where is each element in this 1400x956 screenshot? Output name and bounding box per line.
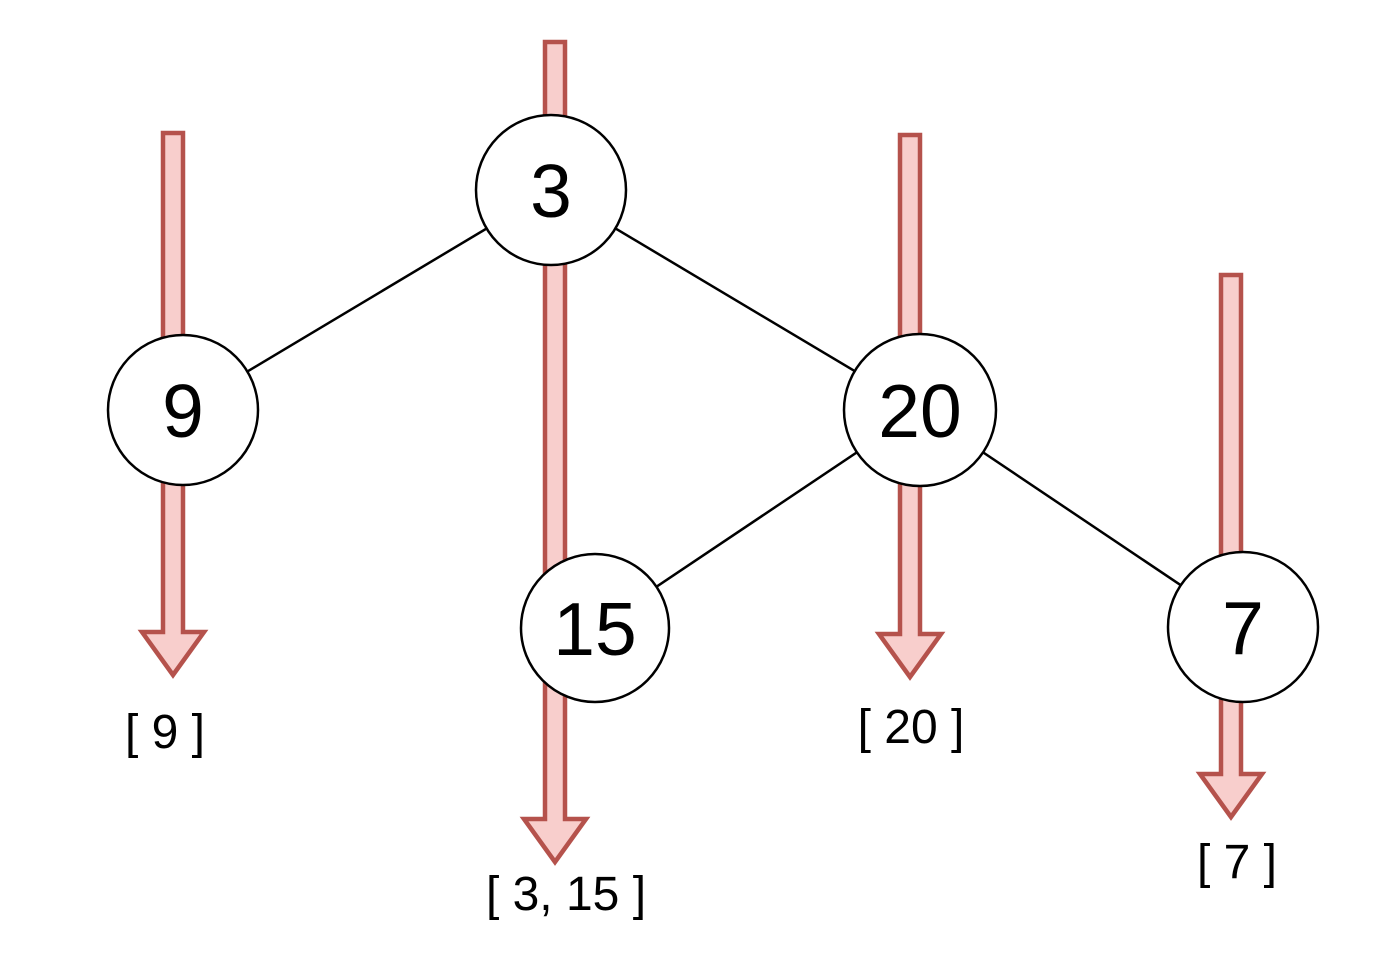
column-arrows <box>137 39 1267 866</box>
tree-node-value: 9 <box>162 369 204 453</box>
tree-node-circle <box>1166 550 1320 704</box>
column-result-label: [ 3, 15 ] <box>486 868 646 921</box>
tree-node-value: 7 <box>1222 586 1264 670</box>
tree-node-circle <box>474 113 628 267</box>
down-arrow-icon <box>1195 272 1267 821</box>
tree-node-15: 15 <box>519 552 671 704</box>
tree-edges <box>182 188 1244 630</box>
column-result-label: [ 9 ] <box>125 706 205 759</box>
tree-node-circle <box>519 552 671 704</box>
column-result-label: [ 7 ] <box>1197 836 1277 889</box>
tree-node-circle <box>106 333 260 487</box>
tree-node-value: 3 <box>530 149 572 233</box>
tree-node-20: 20 <box>842 332 998 488</box>
tree-nodes: 3 9 20 15 7 <box>106 113 1320 704</box>
tree-node-value: 15 <box>553 587 636 671</box>
tree-node-3: 3 <box>474 113 628 267</box>
tree-node-value: 20 <box>878 369 961 453</box>
column-result-label: [ 20 ] <box>858 701 965 754</box>
tree-node-7: 7 <box>1166 550 1320 704</box>
tree-node-9: 9 <box>106 333 260 487</box>
tree-node-circle <box>842 332 998 488</box>
column-results: [ 9 ] [ 3, 15 ] [ 20 ] [ 7 ] <box>125 701 1277 921</box>
